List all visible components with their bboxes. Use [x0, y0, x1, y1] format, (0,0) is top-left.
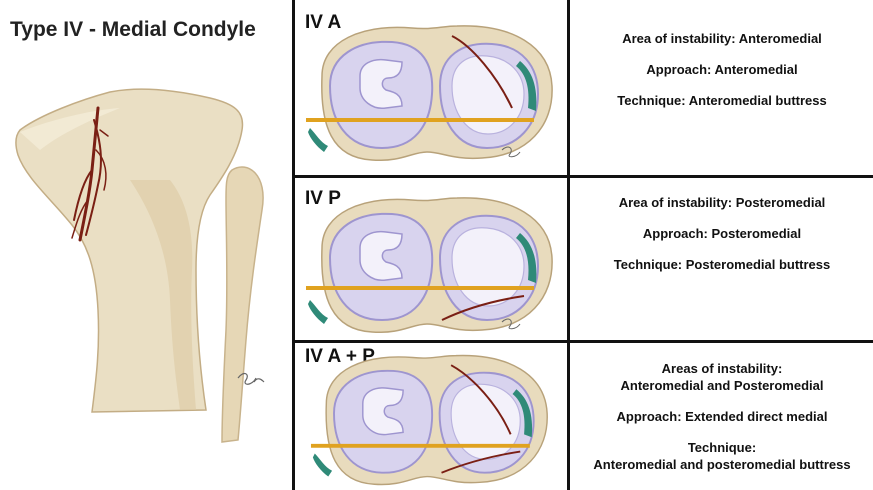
approach-text: Approach: Anteromedial [572, 61, 872, 78]
instability-text: Area of instability: Anteromedial [572, 30, 872, 47]
row-divider-1 [292, 175, 873, 178]
tibia-illustration [0, 60, 292, 490]
divider-mid [567, 0, 570, 490]
row-description-iv-p: Area of instability: Posteromedial Appro… [572, 194, 872, 273]
plateau-diagram-iv-a-p [302, 346, 558, 490]
tibia-illustration-panel [0, 0, 292, 490]
fibula [222, 167, 263, 442]
plateau-diagram-iv-a [302, 16, 558, 166]
plateau-diagram-iv-p [302, 188, 558, 338]
approach-text: Approach: Extended direct medial [572, 408, 872, 425]
instability-text: Anteromedial and Posteromedial [572, 377, 872, 394]
row-description-iv-a-p: Areas of instability: Anteromedial and P… [572, 360, 872, 473]
approach-text: Approach: Posteromedial [572, 225, 872, 242]
instability-text: Area of instability: Posteromedial [572, 194, 872, 211]
divider-left [292, 0, 295, 490]
technique-title: Technique: [572, 439, 872, 456]
instability-title: Areas of instability: [572, 360, 872, 377]
technique-text: Technique: Posteromedial buttress [572, 256, 872, 273]
row-description-iv-a: Area of instability: Anteromedial Approa… [572, 30, 872, 109]
technique-text: Anteromedial and posteromedial buttress [572, 456, 872, 473]
technique-text: Technique: Anteromedial buttress [572, 92, 872, 109]
row-divider-2 [292, 340, 873, 343]
